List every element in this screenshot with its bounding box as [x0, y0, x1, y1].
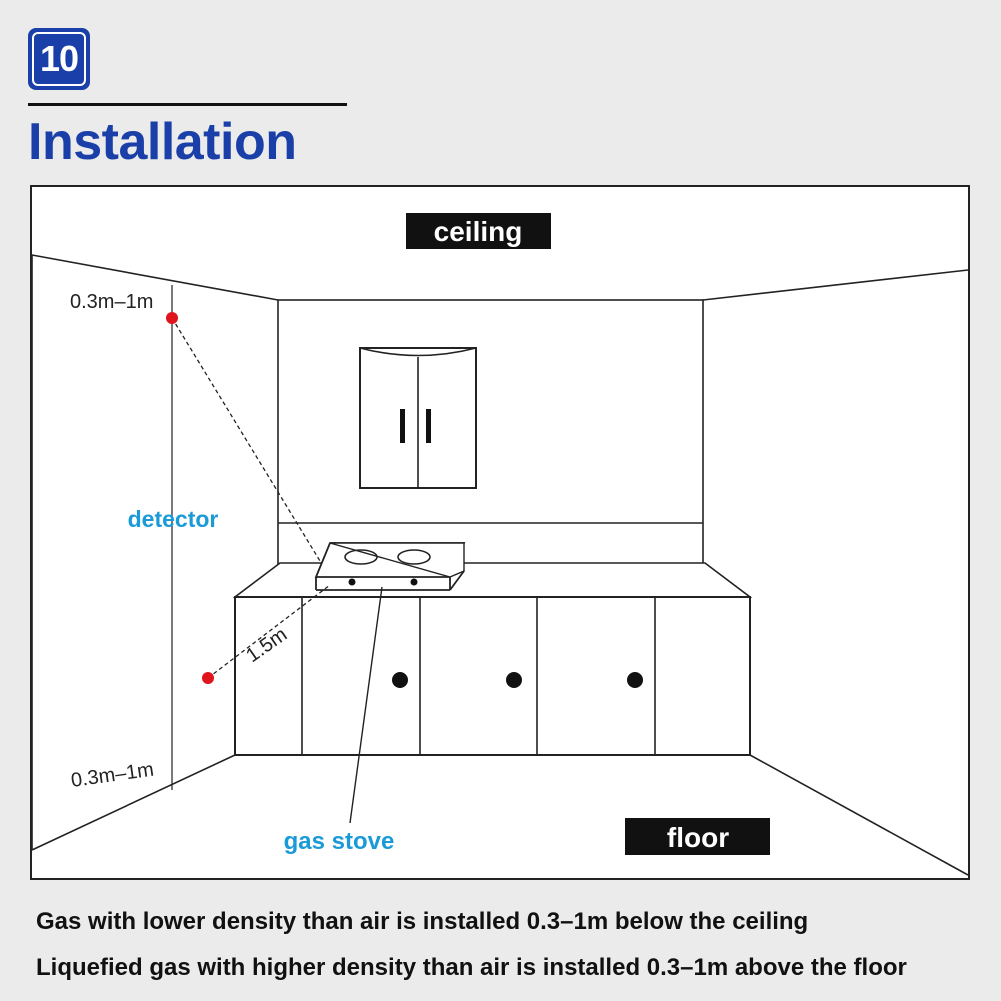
page-title: Installation — [28, 113, 297, 171]
gas-stove — [314, 542, 466, 591]
step-number: 10 — [32, 32, 86, 86]
caption-higher-density: Liquefied gas with higher density than a… — [36, 954, 907, 981]
step-number-badge: 10 — [28, 28, 90, 90]
gas-stove-leader-line — [349, 586, 383, 824]
base-cabinets — [234, 596, 751, 756]
floor-left-edge — [31, 754, 236, 851]
title-divider — [28, 103, 347, 106]
ceiling-left-edge — [31, 254, 279, 301]
floor-right-edge — [749, 754, 969, 876]
detector-label: detector — [128, 506, 219, 532]
top-distance-label: 0.3m–1m — [70, 291, 153, 313]
top-detector-dot — [166, 312, 178, 324]
ceiling-label: ceiling — [434, 216, 523, 247]
floor-label: floor — [667, 822, 729, 853]
floor-label-box — [625, 818, 770, 855]
wall-cabinet — [359, 347, 477, 489]
gas-stove-label: gas stove — [284, 828, 395, 855]
kitchen-installation-diagram: ceiling floor 0.3m–1m 0.3m–1m detector 1… — [30, 185, 970, 880]
countertop — [232, 562, 753, 598]
bottom-detector-dot — [202, 672, 214, 684]
bottom-detector-dashed-line — [207, 584, 331, 679]
caption-lower-density: Gas with lower density than air is insta… — [36, 908, 809, 935]
ceiling-label-box — [406, 213, 551, 249]
ceiling-right-edge — [702, 269, 969, 301]
top-detector-dashed-line — [171, 317, 321, 562]
